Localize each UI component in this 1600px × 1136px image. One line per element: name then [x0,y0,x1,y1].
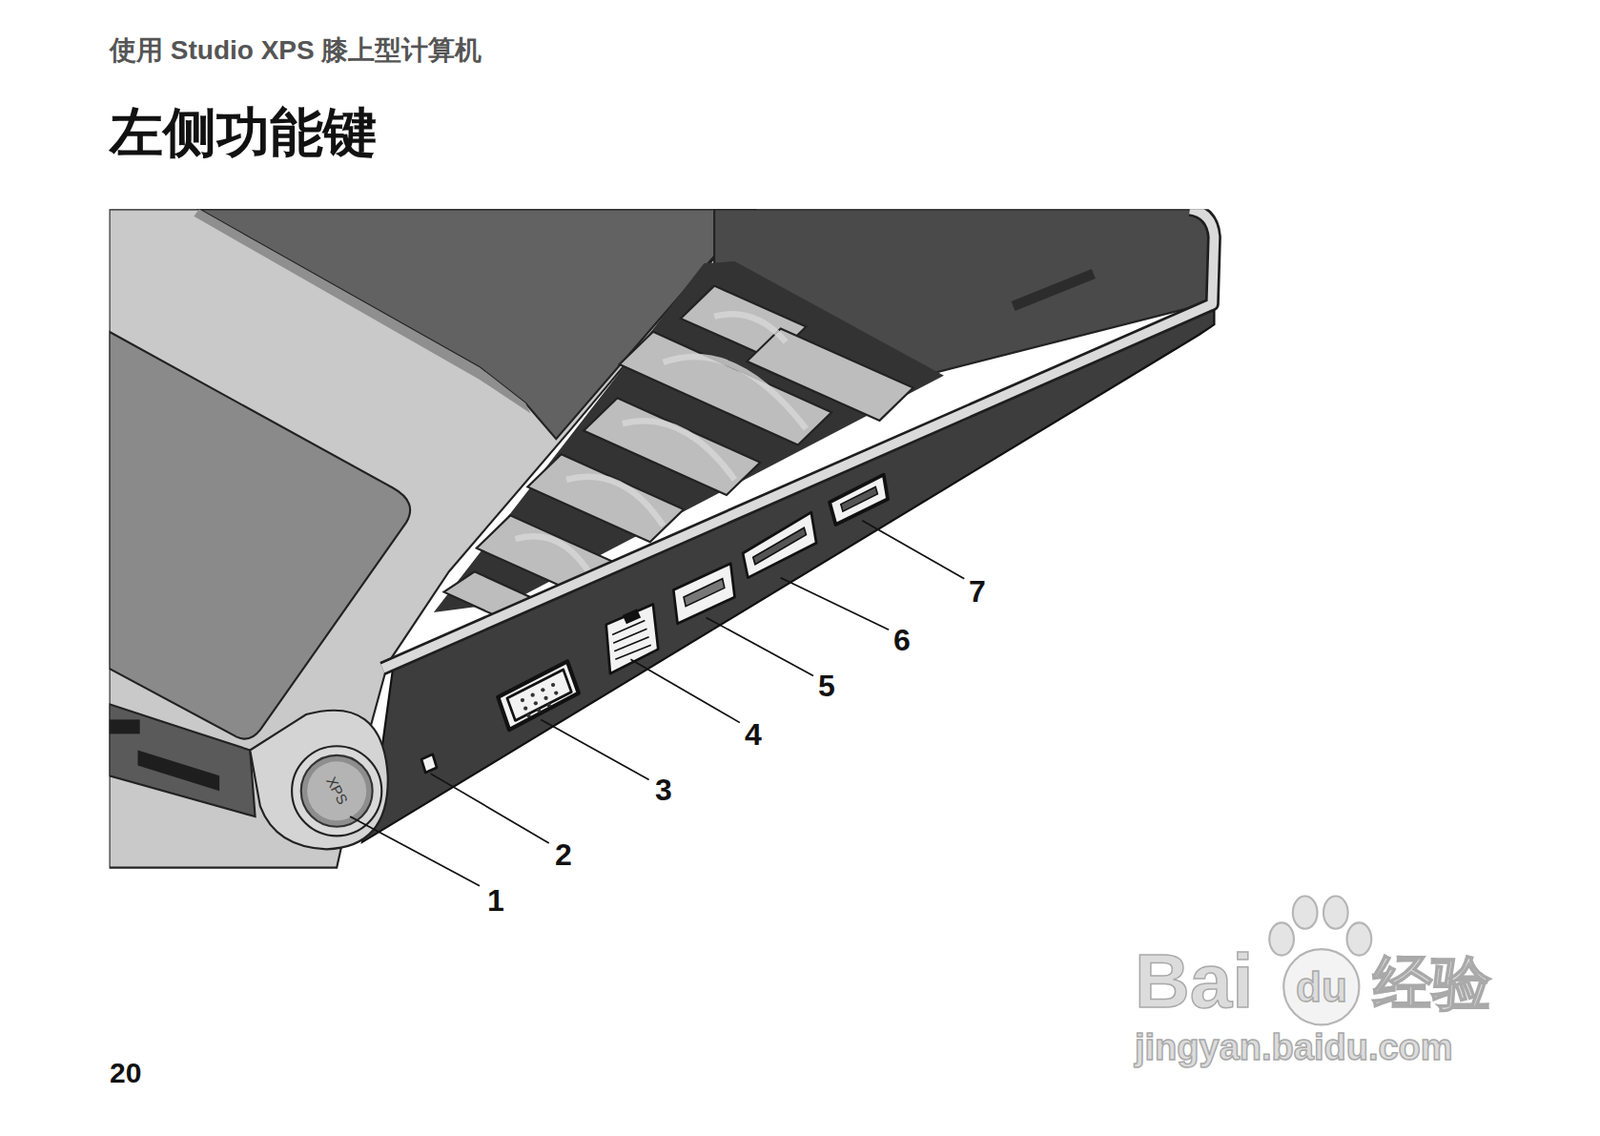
callout-number: 4 [744,717,762,752]
running-header: 使用 Studio XPS 膝上型计算机 [109,36,482,66]
watermark-text: Bai [1134,939,1254,1024]
port-outlines [421,474,888,773]
leader-lines [349,520,965,886]
watermark-paw [1269,896,1372,1026]
watermark-text: du [1295,964,1348,1010]
page-title: 左侧功能键 [109,102,377,163]
watermark-text: 经验 [1373,950,1492,1016]
callout-number: 7 [968,574,986,609]
callout-number: 2 [554,838,573,872]
laptop-left-side [109,208,1217,867]
callout-number: 6 [893,623,911,657]
callout-number: 3 [655,773,673,807]
callout-number: 1 [487,883,505,918]
callout-number: 5 [818,669,836,703]
watermark-url: jingyan.baidu.com [1134,1027,1454,1068]
page-number: 20 [109,1056,142,1088]
